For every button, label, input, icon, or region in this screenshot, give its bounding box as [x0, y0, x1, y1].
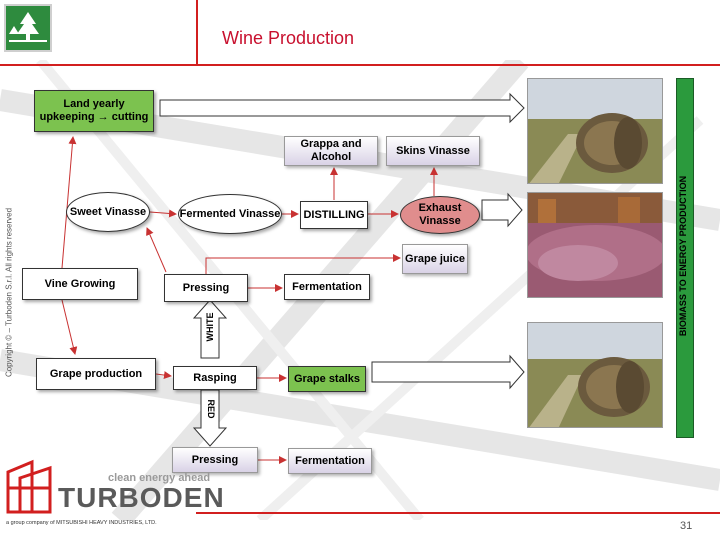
big-arrow-stalks	[371, 354, 525, 390]
exhaust-vinasse-node: Exhaust Vinasse	[400, 196, 480, 234]
fermented-vinasse-label: Fermented Vinasse	[179, 207, 281, 220]
arrow-sweet-to-fermented	[149, 209, 177, 218]
land-upkeeping-box: Land yearly upkeeping → cutting	[34, 90, 154, 132]
white-arrow	[192, 299, 228, 359]
photo-hay-bale-field-top	[527, 78, 663, 184]
big-arrow-land	[159, 92, 525, 124]
photo-hay-bale-field-bottom	[527, 322, 663, 428]
red-arrow	[192, 389, 228, 447]
fermentation-red-box: Fermentation	[288, 448, 372, 474]
rasping-box: Rasping	[173, 366, 257, 390]
sweet-vinasse-label: Sweet Vinasse	[69, 205, 147, 218]
group-company-text: a group company of MITSUBISHI HEAVY INDU…	[6, 520, 157, 526]
vine-growing-label: Vine Growing	[44, 277, 116, 290]
pressing-white-box: Pressing	[164, 274, 248, 302]
red-label: RED	[206, 399, 216, 419]
skins-vinasse-box: Skins Vinasse	[386, 136, 480, 166]
grape-production-box: Grape production	[36, 358, 156, 390]
page-title: Wine Production	[222, 28, 355, 48]
pressing-red-box: Pressing	[172, 447, 258, 473]
biomass-sidebar-label: BIOMASS TO ENERGY PRODUCTION	[678, 175, 688, 337]
exhaust-vinasse-label: Exhaust Vinasse	[418, 202, 462, 227]
photo-grape-pomace	[527, 192, 663, 298]
rasping-label: Rasping	[193, 371, 237, 384]
fermented-vinasse-node: Fermented Vinasse	[178, 194, 282, 234]
grappa-alcohol-label: Grappa and Alcohol	[300, 138, 362, 163]
tagline: clean energy ahead	[108, 472, 211, 484]
arrow-vine-to-grape	[61, 299, 78, 355]
footer-divider	[196, 512, 720, 514]
fermentation-white-label: Fermentation	[292, 280, 362, 293]
arrow-pressing-to-sweet	[146, 227, 167, 273]
land-upkeeping-label: Land yearly upkeeping → cutting	[39, 98, 149, 123]
biomass-sidebar	[676, 78, 694, 438]
grape-juice-label: Grape juice	[405, 252, 465, 265]
arrow-vine-to-land	[61, 136, 77, 269]
pressing-white-label: Pressing	[182, 281, 230, 294]
header-divider	[0, 64, 720, 66]
page-number: 31	[680, 520, 693, 532]
white-label: WHITE	[205, 312, 215, 342]
header-divider-vertical	[196, 0, 198, 66]
distilling-label: DISTILLING	[303, 208, 365, 221]
arrow-grape-to-rasping	[155, 371, 172, 380]
grappa-alcohol-box: Grappa and Alcohol	[284, 136, 378, 166]
fermentation-white-box: Fermentation	[284, 274, 370, 300]
grape-production-label: Grape production	[49, 367, 143, 380]
vine-growing-box: Vine Growing	[22, 268, 138, 300]
grape-stalks-box: Grape stalks	[288, 366, 366, 392]
pressing-red-label: Pressing	[191, 453, 239, 466]
turboden-logo-icon	[6, 458, 56, 514]
skins-vinasse-label: Skins Vinasse	[396, 144, 470, 157]
fermentation-red-label: Fermentation	[295, 454, 365, 467]
brand-name: TURBODEN	[58, 482, 225, 513]
distilling-box: DISTILLING	[300, 201, 368, 229]
arrow-pressing-to-juice	[205, 254, 401, 274]
grape-stalks-label: Grape stalks	[293, 372, 361, 385]
big-arrow-exhaust	[481, 192, 523, 228]
tree-logo-icon	[4, 4, 52, 52]
sweet-vinasse-node: Sweet Vinasse	[66, 192, 150, 232]
grape-juice-box: Grape juice	[402, 244, 468, 274]
